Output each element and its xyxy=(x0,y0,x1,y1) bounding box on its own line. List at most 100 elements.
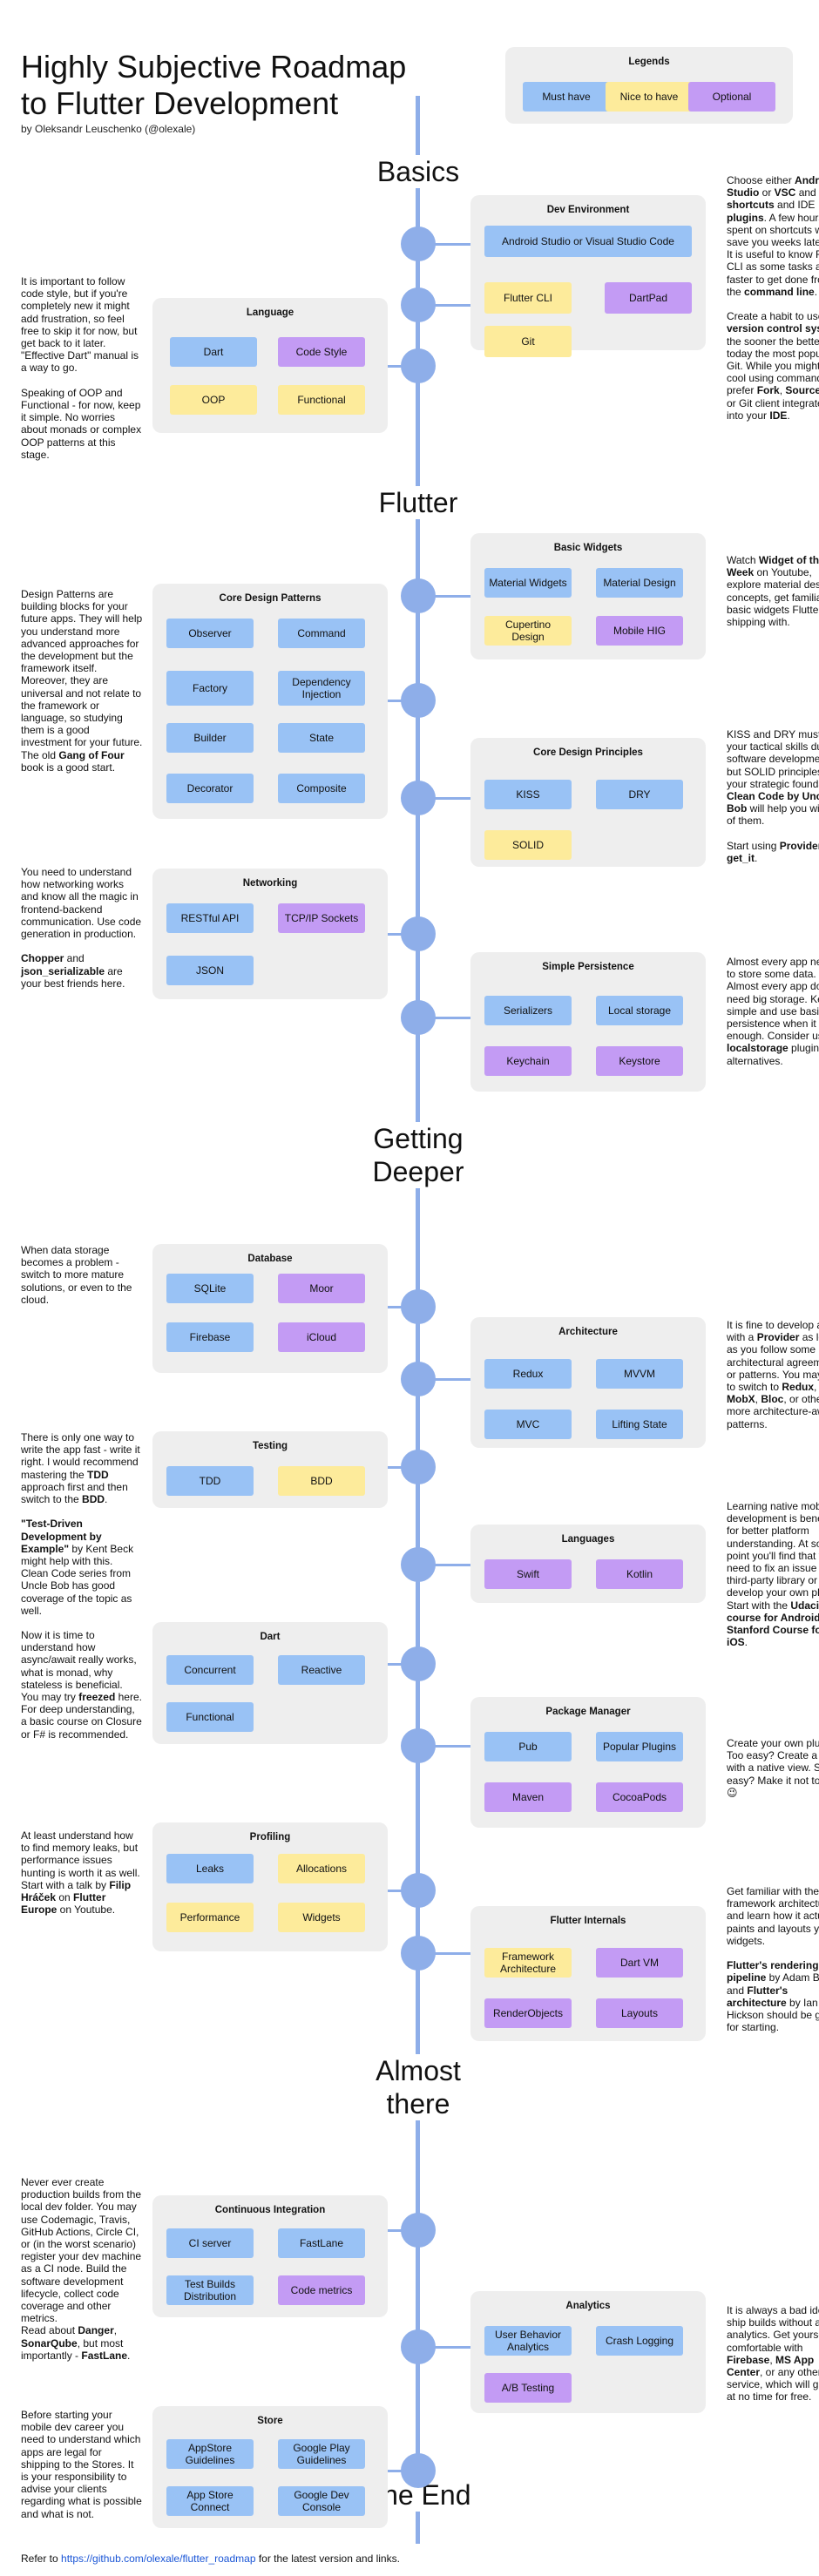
topic-chip[interactable]: SQLite xyxy=(166,1274,254,1303)
note-text: Before starting your mobile dev career y… xyxy=(21,2409,142,2520)
topic-chip[interactable]: Layouts xyxy=(596,1998,683,2028)
package-manager-milestone-dot xyxy=(400,1728,436,1763)
legend-nice-to-have: Nice to have xyxy=(606,82,693,112)
topic-chip[interactable]: Leaks xyxy=(166,1854,254,1883)
topic-chip[interactable]: Allocations xyxy=(278,1854,365,1883)
topic-chip[interactable]: Git xyxy=(484,326,572,357)
networking-title: Networking xyxy=(242,878,298,889)
flutter-internals-title: Flutter Internals xyxy=(550,1916,626,1926)
topic-chip[interactable]: A/B Testing xyxy=(484,2373,572,2403)
note-text: Udacity course for Android xyxy=(727,1599,819,1624)
topic-chip[interactable]: Command xyxy=(278,619,365,648)
topic-chip[interactable]: Moor xyxy=(278,1274,365,1303)
analytics-milestone-dot xyxy=(400,2329,436,2364)
topic-chip[interactable]: Crash Logging xyxy=(596,2326,683,2356)
topic-chip[interactable]: Material Design xyxy=(596,568,683,598)
topic-chip[interactable]: Local storage xyxy=(596,996,683,1025)
topic-chip[interactable]: Keychain xyxy=(484,1046,572,1076)
note-text: json_serializable xyxy=(21,964,105,977)
topic-chip[interactable]: Mobile HIG xyxy=(596,616,683,646)
topic-chip[interactable]: Framework Architecture xyxy=(484,1948,572,1978)
topic-chip[interactable]: Reactive xyxy=(278,1655,365,1685)
topic-chip[interactable]: AppStore Guidelines xyxy=(166,2439,254,2469)
topic-chip[interactable]: Flutter CLI xyxy=(484,282,572,314)
roadmap-repo-link[interactable]: https://github.com/olexale/flutter_roadm… xyxy=(61,2552,256,2565)
topic-chip[interactable]: Keystore xyxy=(596,1046,683,1076)
flutter-internals-connector xyxy=(417,1952,470,1955)
topic-chip[interactable]: DartPad xyxy=(605,282,692,314)
core-design-principles-title: Core Design Principles xyxy=(533,747,643,758)
topic-chip[interactable]: Maven xyxy=(484,1782,572,1812)
topic-chip[interactable]: FastLane xyxy=(278,2228,365,2258)
topic-chip[interactable]: Pub xyxy=(484,1732,572,1761)
topic-chip[interactable]: iCloud xyxy=(278,1322,365,1352)
topic-chip[interactable]: Google Play Guidelines xyxy=(278,2439,365,2469)
topic-chip[interactable]: User Behavior Analytics xyxy=(484,2326,572,2356)
topic-chip[interactable]: TCP/IP Sockets xyxy=(278,903,365,933)
topic-chip[interactable]: CocoaPods xyxy=(596,1782,683,1812)
topic-chip[interactable]: Lifting State xyxy=(596,1410,683,1439)
note-text: the sooner the better. For today the mos… xyxy=(727,335,819,397)
basic-widgets-title: Basic Widgets xyxy=(553,543,623,553)
note-text: . xyxy=(744,1636,748,1649)
topic-chip[interactable]: Observer xyxy=(166,619,254,648)
topic-chip[interactable]: SOLID xyxy=(484,830,572,860)
languages-note: Learning native mobile development is be… xyxy=(727,1500,819,1648)
topic-chip[interactable]: Dependency Injection xyxy=(278,671,365,706)
database-note: When data storage becomes a problem - sw… xyxy=(21,1244,143,1306)
topic-chip[interactable]: Test Builds Distribution xyxy=(166,2275,254,2305)
topic-chip[interactable]: Kotlin xyxy=(596,1559,683,1589)
topic-chip[interactable]: Code metrics xyxy=(278,2275,365,2305)
topic-chip[interactable]: Redux xyxy=(484,1359,572,1389)
topic-chip[interactable]: Concurrent xyxy=(166,1655,254,1685)
topic-chip[interactable]: TDD xyxy=(166,1466,254,1496)
topic-chip[interactable]: Functional xyxy=(278,385,365,415)
note-text: Get familiar with the framework architec… xyxy=(727,1885,819,1947)
topic-chip[interactable]: Cupertino Design xyxy=(484,616,572,646)
topic-chip[interactable]: KISS xyxy=(484,780,572,809)
topic-chip[interactable]: Composite xyxy=(278,774,365,803)
topic-chip[interactable]: Functional xyxy=(166,1702,254,1732)
topic-chip[interactable]: Dart xyxy=(170,337,257,367)
topic-chip[interactable]: Builder xyxy=(166,723,254,753)
section-heading-basics: Basics xyxy=(322,155,514,188)
store-title: Store xyxy=(257,2416,283,2426)
note-text: When data storage becomes a problem - sw… xyxy=(21,1244,132,1306)
topic-chip[interactable]: Factory xyxy=(166,671,254,706)
topic-chip[interactable]: App Store Connect xyxy=(166,2486,254,2516)
topic-chip[interactable]: RESTful API xyxy=(166,903,254,933)
topic-chip[interactable]: Material Widgets xyxy=(484,568,572,598)
note-text: Never ever create production builds from… xyxy=(21,2176,142,2337)
topic-chip[interactable]: BDD xyxy=(278,1466,365,1496)
topic-chip[interactable]: Dart VM xyxy=(596,1948,683,1978)
language-title: Language xyxy=(246,308,294,318)
note-text: , or other more architecture-aware patte… xyxy=(727,1393,819,1430)
topic-chip[interactable]: State xyxy=(278,723,365,753)
note-text: VSC xyxy=(774,186,796,199)
topic-chip[interactable]: OOP xyxy=(170,385,257,415)
topic-chip[interactable]: Firebase xyxy=(166,1322,254,1352)
profiling-milestone-dot xyxy=(400,1873,436,1908)
profiling-note: At least understand how to find memory l… xyxy=(21,1829,143,1916)
topic-chip[interactable]: Android Studio or Visual Studio Code xyxy=(484,226,692,257)
note-text: Redux xyxy=(782,1381,815,1394)
topic-chip[interactable]: Swift xyxy=(484,1559,572,1589)
topic-chip[interactable]: Widgets xyxy=(278,1903,365,1932)
topic-chip[interactable]: Decorator xyxy=(166,774,254,803)
topic-chip[interactable]: MVC xyxy=(484,1410,572,1439)
topic-chip[interactable]: Popular Plugins xyxy=(596,1732,683,1761)
topic-chip[interactable]: Serializers xyxy=(484,996,572,1025)
topic-chip[interactable]: Google Dev Console xyxy=(278,2486,365,2516)
topic-chip[interactable]: JSON xyxy=(166,956,254,985)
section-heading-getting-deeper: Getting Deeper xyxy=(357,1122,479,1188)
topic-chip[interactable]: RenderObjects xyxy=(484,1998,572,2028)
topic-chip[interactable]: Code Style xyxy=(278,337,365,367)
topic-chip[interactable]: MVVM xyxy=(596,1359,683,1389)
topic-chip[interactable]: Performance xyxy=(166,1903,254,1932)
topic-chip[interactable]: DRY xyxy=(596,780,683,809)
topic-chip[interactable]: CI server xyxy=(166,2228,254,2258)
